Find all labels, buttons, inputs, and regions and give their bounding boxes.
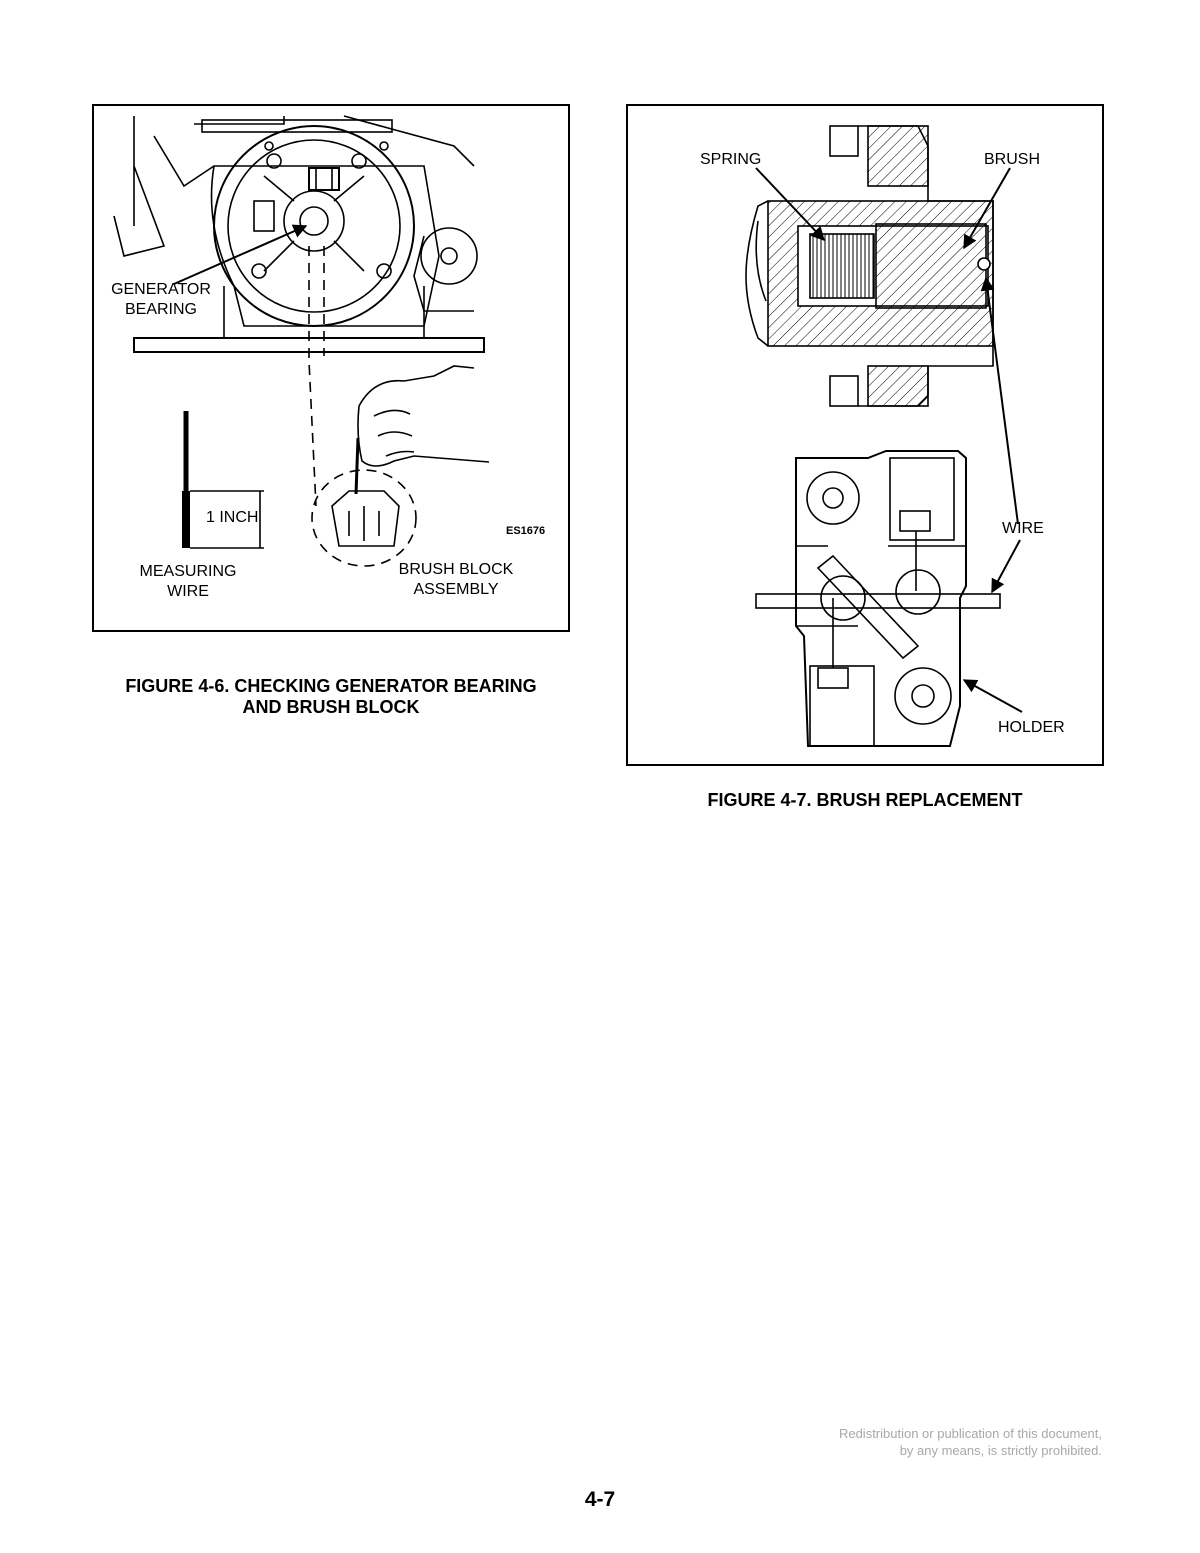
brush-replacement-illustration (745, 125, 1023, 747)
brush-label: BRUSH (984, 151, 1041, 168)
figure-code: ES1676 (506, 525, 546, 537)
one-inch-label: 1 INCH (206, 509, 259, 526)
wire-label: WIRE (1002, 520, 1044, 537)
page-number: 4-7 (584, 1488, 616, 1511)
generator-bearing-illustration (113, 115, 490, 567)
figure-4-6-caption: FIGURE 4-6. CHECKING GENERATOR BEARING A… (92, 676, 570, 718)
redistribution-notice: Redistribution or publication of this do… (839, 1425, 1102, 1459)
figure-4-7-caption: FIGURE 4-7. BRUSH REPLACEMENT (707, 790, 1023, 810)
caption-line-2: AND BRUSH BLOCK (242, 697, 420, 717)
spring-label: SPRING (700, 151, 762, 168)
caption-line-1: FIGURE 4-6. CHECKING GENERATOR BEARING (125, 676, 537, 696)
notice-line-2: by any means, is strictly prohibited. (899, 1443, 1102, 1458)
notice-line-1: Redistribution or publication of this do… (838, 1426, 1102, 1441)
holder-label: HOLDER (998, 719, 1065, 736)
figure-4-7: SPRING BRUSH WIRE HOLDER (626, 104, 1104, 766)
